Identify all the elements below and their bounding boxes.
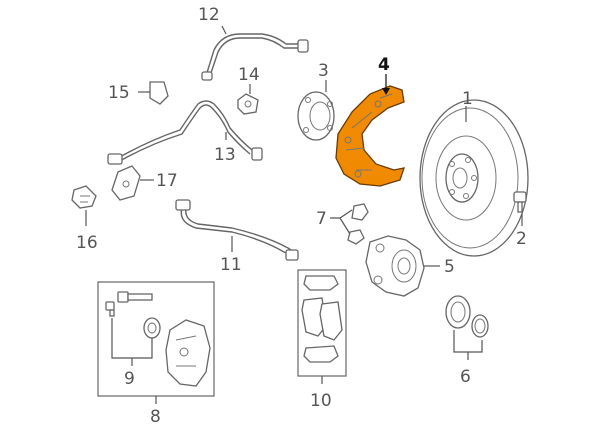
- callout-15[interactable]: 15: [108, 83, 130, 103]
- callout-6[interactable]: 6: [460, 367, 471, 387]
- brake-pads-10[interactable]: [297, 269, 347, 384]
- rotor-1[interactable]: [419, 99, 529, 257]
- callout-14[interactable]: 14: [238, 65, 260, 85]
- callout-12[interactable]: 12: [198, 5, 220, 25]
- callout-16[interactable]: 16: [76, 233, 98, 253]
- callout-17[interactable]: 17: [156, 171, 178, 191]
- callout-8[interactable]: 8: [150, 407, 161, 427]
- clip-16[interactable]: [71, 185, 97, 226]
- abs-sensor-11[interactable]: [175, 199, 299, 261]
- caliper-5[interactable]: [365, 235, 440, 297]
- callout-10[interactable]: 10: [310, 391, 332, 411]
- callout-3[interactable]: 3: [318, 61, 329, 81]
- callout-13[interactable]: 13: [214, 145, 236, 165]
- splash-shield-4[interactable]: [335, 74, 405, 187]
- brake-hose-12[interactable]: [201, 25, 309, 81]
- callout-7[interactable]: 7: [316, 209, 327, 229]
- fittings-7[interactable]: [330, 203, 369, 245]
- callout-11[interactable]: 11: [220, 255, 242, 275]
- bracket-17[interactable]: [111, 165, 154, 201]
- callout-2[interactable]: 2: [516, 229, 527, 249]
- callout-4[interactable]: 4: [378, 55, 390, 75]
- callout-9[interactable]: 9: [124, 369, 135, 389]
- abs-sensor-wire-13[interactable]: [107, 100, 263, 165]
- callout-1[interactable]: 1: [462, 89, 473, 109]
- callout-5[interactable]: 5: [444, 257, 455, 277]
- bolt-2[interactable]: [513, 191, 527, 226]
- bracket-15[interactable]: [138, 81, 169, 105]
- caliper-kit-8[interactable]: [97, 281, 215, 404]
- seal-kit-6[interactable]: [445, 295, 489, 360]
- clip-14[interactable]: [237, 84, 259, 115]
- hub-bearing-3[interactable]: [297, 80, 335, 141]
